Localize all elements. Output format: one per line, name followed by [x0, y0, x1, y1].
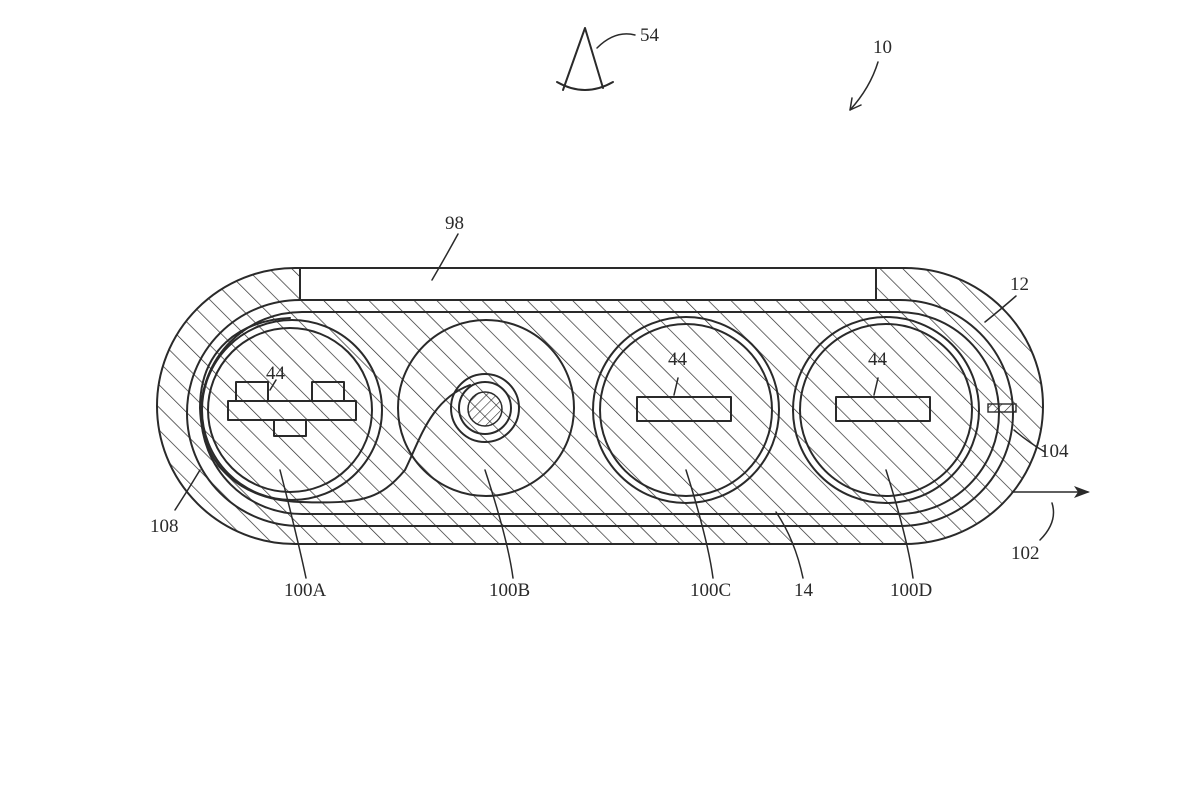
window-98 — [299, 267, 877, 301]
leader-lines — [174, 233, 1046, 579]
label-108: 108 — [150, 516, 179, 537]
label-102: 102 — [1011, 543, 1040, 564]
label-44-a: 44 — [266, 363, 286, 384]
component-100a — [201, 319, 383, 501]
label-100a: 100A — [284, 580, 327, 601]
label-100c: 100C — [690, 580, 731, 601]
label-54: 54 — [640, 25, 660, 46]
label-98: 98 — [445, 213, 464, 234]
label-44-c: 44 — [668, 349, 688, 370]
label-100d: 100D — [890, 580, 932, 601]
component-100c — [592, 316, 780, 504]
label-104: 104 — [1040, 441, 1069, 462]
eye-icon — [556, 27, 636, 91]
housing-inner — [186, 299, 1014, 527]
label-12: 12 — [1010, 274, 1029, 295]
label-100b: 100B — [489, 580, 530, 601]
flex-strip-108 — [199, 317, 471, 504]
label-14: 14 — [794, 580, 814, 601]
label-10: 10 — [873, 37, 892, 58]
component-100b — [397, 319, 575, 497]
component-100d — [792, 316, 980, 504]
label-44-d: 44 — [868, 349, 888, 370]
direction-arrow-102 — [1011, 486, 1090, 541]
end-window-104 — [987, 403, 1017, 413]
housing-outer — [156, 267, 1044, 545]
ref-10-arrow — [849, 61, 879, 111]
